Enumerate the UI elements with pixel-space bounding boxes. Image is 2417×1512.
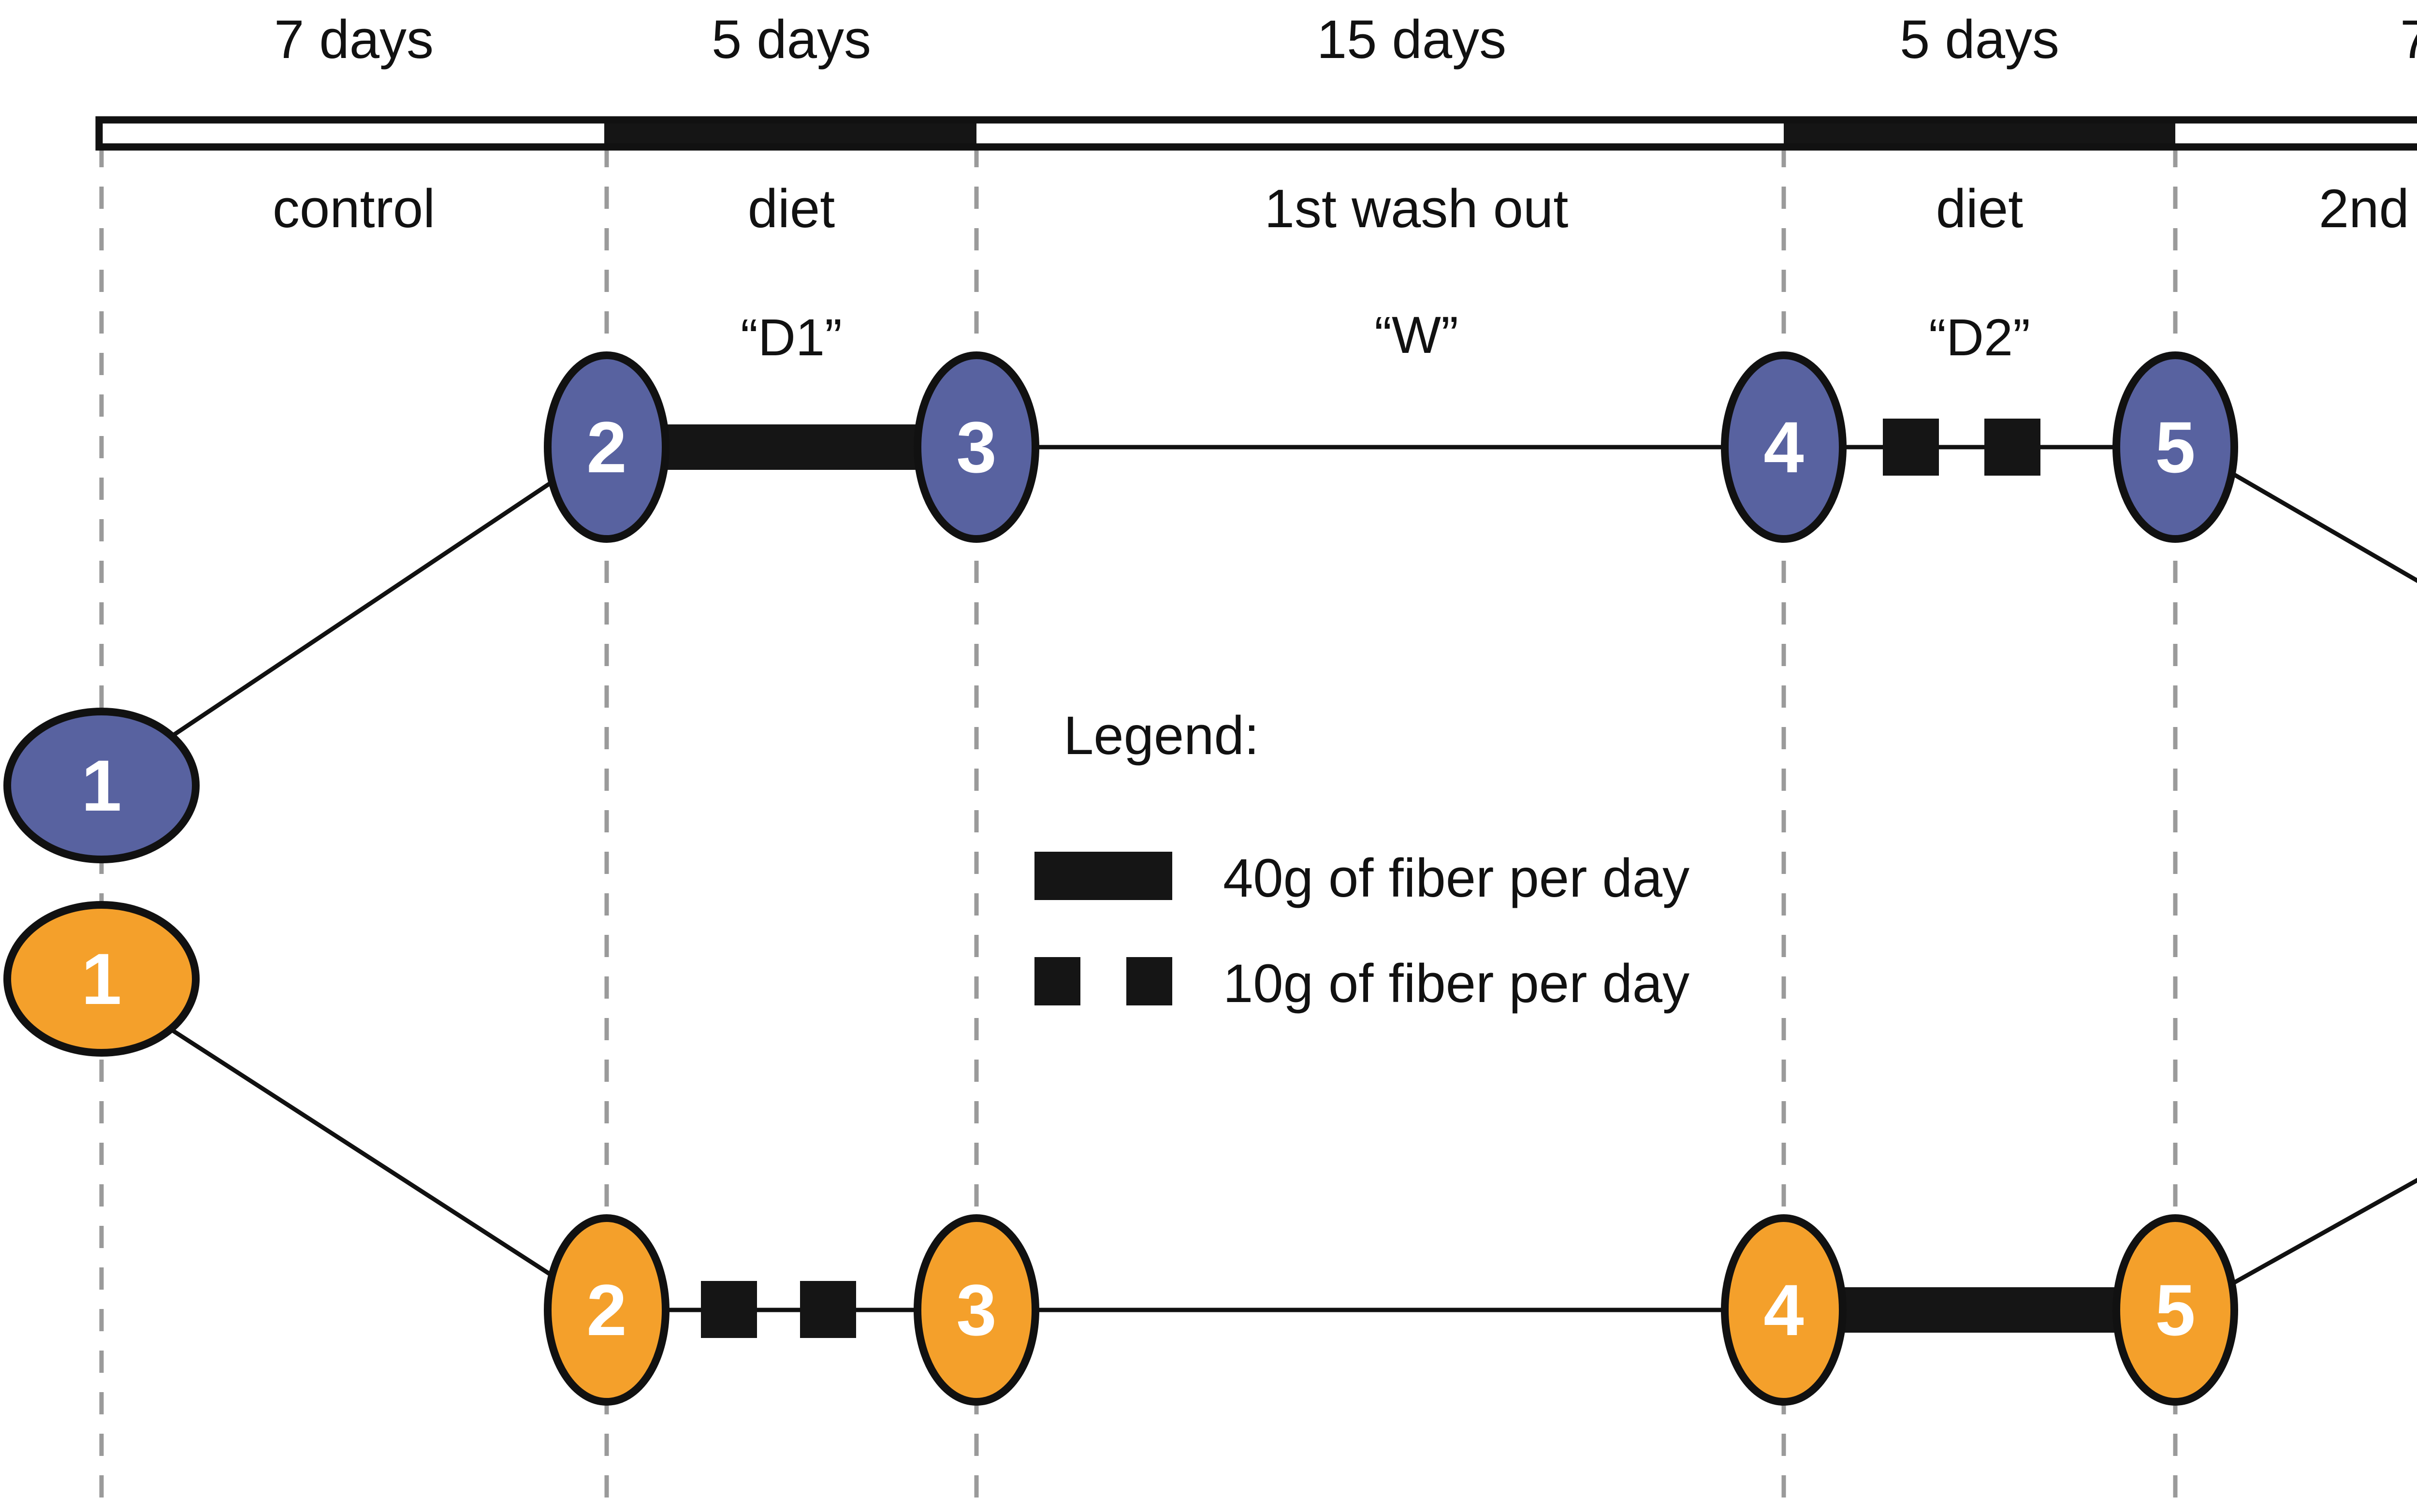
period-code-d2: “D2” xyxy=(1929,308,2030,366)
duration-label-washout-2: 7 days xyxy=(2400,9,2417,70)
orange-link-5-6 xyxy=(2227,1178,2417,1288)
orange-link-2-3-dashed-squares xyxy=(653,1281,933,1338)
orange-node-5-ellipse[interactable] xyxy=(2112,1214,2238,1406)
orange-node-1-label: 1 xyxy=(81,938,121,1019)
blue-node-5[interactable]: 5 xyxy=(2112,351,2238,543)
period-code-row: “D1” “W” “D2” xyxy=(741,305,2030,366)
orange-node-5-label: 5 xyxy=(2155,1269,2195,1351)
legend-title: Legend: xyxy=(1063,705,1259,766)
orange-arm: 1 2 3 4 5 6 xyxy=(3,901,2417,1406)
timeline-segment-diet-2 xyxy=(1784,120,2178,147)
blue-node-2-ellipse[interactable] xyxy=(544,351,670,543)
phase-label-control: control xyxy=(273,178,435,239)
orange-node-5[interactable]: 5 xyxy=(2112,1214,2238,1406)
blue-node-3[interactable]: 3 xyxy=(914,351,1039,543)
phase-label-washout-2: 2nd wash out xyxy=(2319,178,2417,239)
timeline-segment-diet-1 xyxy=(604,120,979,147)
orange-node-2-ellipse[interactable] xyxy=(544,1214,670,1406)
orange-node-3[interactable]: 3 xyxy=(914,1214,1039,1406)
legend-swatch-dashed-square-a-icon xyxy=(1034,957,1080,1005)
blue-link-2-3-solid-bar xyxy=(653,424,933,470)
blue-link-4-5-dashed-squares xyxy=(1837,419,2125,476)
timeline-bar-outline xyxy=(95,116,2417,151)
legend-label-40g: 40g of fiber per day xyxy=(1223,848,1689,908)
timeline-segment-control xyxy=(99,120,607,147)
blue-node-1-ellipse[interactable] xyxy=(3,708,200,863)
duration-label-row: 7 days 5 days 15 days 5 days 7 days xyxy=(274,9,2417,70)
blue-node-2-label: 2 xyxy=(586,407,626,488)
orange-link-4-5-solid-bar xyxy=(1832,1287,2132,1333)
legend-item-10g: 10g of fiber per day xyxy=(1034,953,1689,1014)
phase-label-diet-2: diet xyxy=(1936,178,2024,239)
phase-label-row: control diet 1st wash out diet 2nd wash … xyxy=(273,178,2417,239)
blue-node-5-ellipse[interactable] xyxy=(2112,351,2238,543)
orange-node-1-ellipse[interactable] xyxy=(3,901,200,1057)
blue-node-5-label: 5 xyxy=(2155,407,2195,488)
blue-node-1-label: 1 xyxy=(81,745,121,826)
phase-label-diet-1: diet xyxy=(748,178,835,239)
orange-link-2-3-square-b xyxy=(800,1281,856,1338)
blue-link-1-2 xyxy=(144,469,569,756)
orange-node-3-ellipse[interactable] xyxy=(914,1214,1039,1406)
period-code-w: “W” xyxy=(1374,305,1458,364)
blue-link-5-6 xyxy=(2227,469,2417,583)
blue-node-1[interactable]: 1 xyxy=(3,708,200,863)
period-code-d1: “D1” xyxy=(741,308,842,366)
blue-node-4-label: 4 xyxy=(1763,407,1804,488)
orange-node-4-ellipse[interactable] xyxy=(1721,1214,1847,1406)
blue-link-4-5-square-b xyxy=(1984,419,2040,476)
blue-node-2[interactable]: 2 xyxy=(544,351,670,543)
legend-label-10g: 10g of fiber per day xyxy=(1223,953,1689,1014)
timeline-segment-washout-1 xyxy=(976,120,1786,147)
orange-node-3-label: 3 xyxy=(956,1269,996,1351)
phase-label-washout-1: 1st wash out xyxy=(1265,178,1569,239)
legend-item-40g: 40g of fiber per day xyxy=(1034,848,1689,908)
blue-arm: 1 2 3 4 5 6 xyxy=(3,351,2417,863)
timeline-bar xyxy=(95,116,2417,151)
orange-node-2-label: 2 xyxy=(586,1269,626,1351)
blue-node-3-label: 3 xyxy=(956,407,996,488)
orange-link-2-3-square-a xyxy=(701,1281,757,1338)
blue-node-3-ellipse[interactable] xyxy=(914,351,1039,543)
duration-label-diet-1: 5 days xyxy=(712,9,871,70)
timeline-segment-washout-2 xyxy=(2175,120,2417,147)
orange-node-4[interactable]: 4 xyxy=(1721,1214,1847,1406)
legend: Legend: 40g of fiber per day 10g of fibe… xyxy=(1034,705,1689,1014)
orange-node-2[interactable]: 2 xyxy=(544,1214,670,1406)
blue-node-4-ellipse[interactable] xyxy=(1721,351,1847,543)
duration-label-diet-2: 5 days xyxy=(1900,9,2059,70)
blue-link-4-5-square-a xyxy=(1883,419,1939,476)
legend-swatch-solid-bar-icon xyxy=(1034,852,1172,900)
blue-node-4[interactable]: 4 xyxy=(1721,351,1847,543)
orange-node-4-label: 4 xyxy=(1763,1269,1804,1351)
legend-swatch-dashed-square-b-icon xyxy=(1126,957,1172,1005)
duration-label-control: 7 days xyxy=(274,9,434,70)
orange-node-1[interactable]: 1 xyxy=(3,901,200,1057)
duration-label-washout-1: 15 days xyxy=(1317,9,1506,70)
orange-link-1-2 xyxy=(144,1011,569,1288)
